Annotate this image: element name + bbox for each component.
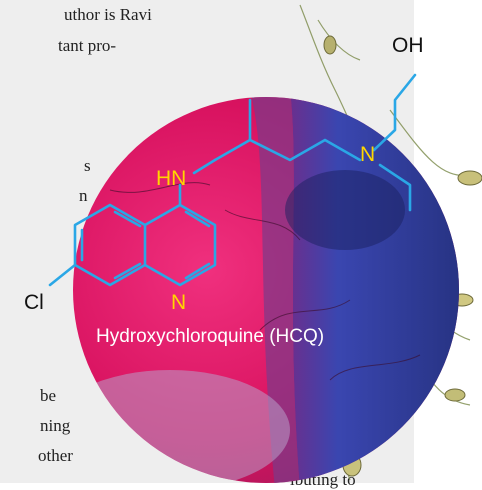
hydroxyl-label: OH — [392, 34, 424, 57]
article-text-line-1: uthor is Ravi — [64, 5, 152, 24]
article-text-line-5: be — [40, 386, 57, 405]
article-text-line-6: ning — [40, 416, 71, 435]
amine-n-label: N — [360, 143, 375, 166]
ring-n-label: N — [171, 291, 186, 314]
figure-caption: Hydroxychloroquine (HCQ) — [96, 326, 324, 347]
article-text-line-3: s — [84, 156, 91, 175]
article-text-line-4: n — [79, 186, 88, 205]
imine-nh-label: HN — [156, 167, 186, 190]
article-text-line-7: other — [38, 446, 73, 465]
article-text-line-2: tant pro- — [58, 36, 117, 55]
chlorine-label: Cl — [24, 291, 44, 314]
molecule-bonds — [48, 73, 417, 287]
